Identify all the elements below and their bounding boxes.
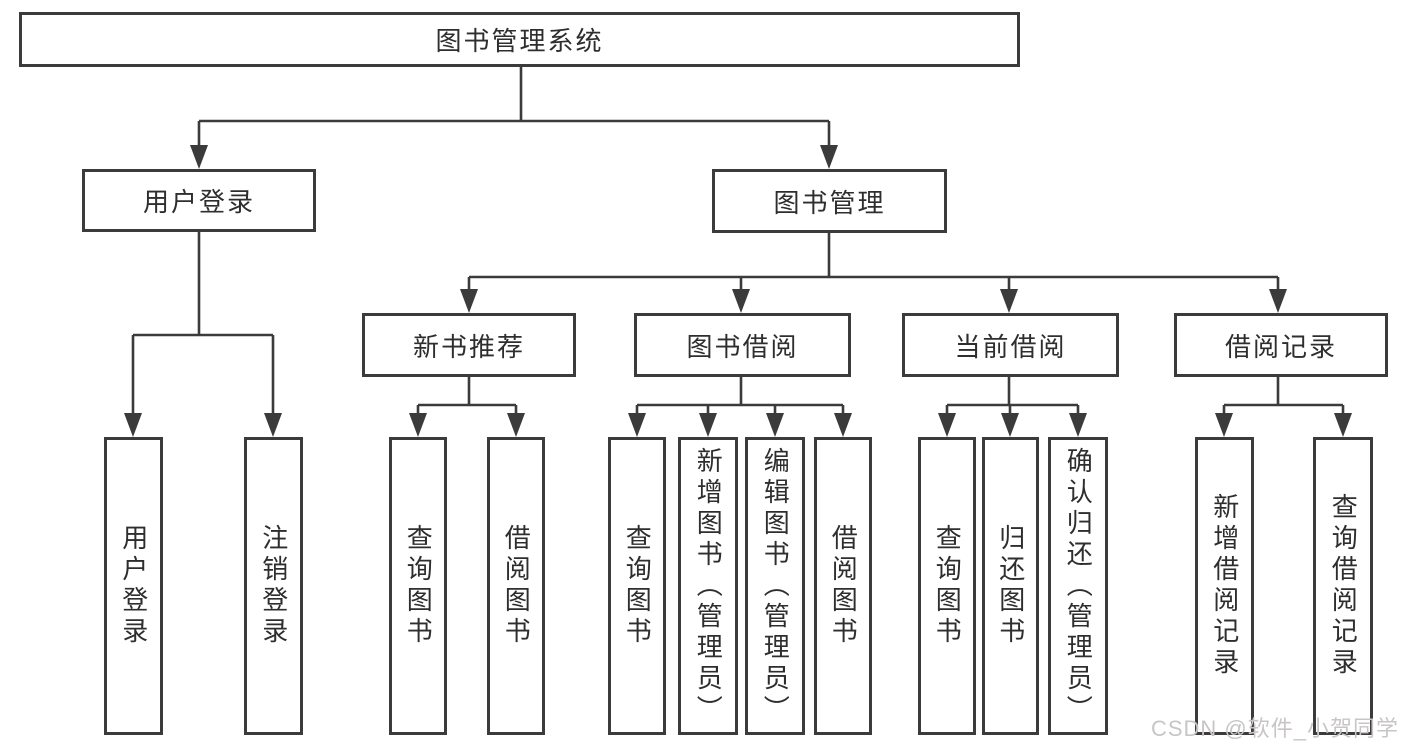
leaf-logout: 注销登录 [244,437,303,735]
leaf-add-borrow-record: 新增借阅记录 [1195,437,1254,735]
leaf-confirm-return-admin: 确认归还（管理员） [1048,437,1108,735]
node-new-book-recommend: 新书推荐 [362,313,576,377]
node-borrowing-records-label: 借阅记录 [1224,331,1337,362]
csdn-watermark: CSDN @软件_小贺同学 [1150,716,1399,741]
node-root: 图书管理系统 [19,12,1020,67]
leaf-confirm-return-admin-label: 确认归还（管理员） [1063,446,1094,726]
leaf-query-borrow-record-label: 查询借阅记录 [1328,493,1359,679]
leaf-add-book-admin: 新增图书（管理员） [678,437,738,735]
leaf-query-borrow-record: 查询借阅记录 [1313,437,1373,735]
leaf-query-books-borrowing-label: 查询图书 [622,524,653,648]
leaf-user-login: 用户登录 [104,437,163,735]
node-user-login-label: 用户登录 [142,187,255,217]
leaf-query-books-recommend: 查询图书 [389,437,447,735]
leaf-return-book: 归还图书 [982,437,1039,735]
node-borrowing-records: 借阅记录 [1174,313,1388,377]
node-book-borrowing-label: 图书借阅 [686,331,799,362]
node-book-management-label: 图书管理 [773,187,886,218]
leaf-query-books-borrowing: 查询图书 [608,437,666,735]
node-new-book-recommend-label: 新书推荐 [412,331,525,362]
leaf-query-books-current-label: 查询图书 [932,524,963,648]
node-user-login: 用户登录 [82,169,316,232]
node-book-management: 图书管理 [712,169,947,233]
leaf-edit-book-admin: 编辑图书（管理员） [745,437,805,735]
leaf-edit-book-admin-label: 编辑图书（管理员） [760,446,791,726]
node-current-borrowing: 当前借阅 [902,313,1119,377]
leaf-query-books-current: 查询图书 [918,437,976,735]
leaf-borrow-books-borrowing-label: 借阅图书 [828,524,859,648]
node-root-label: 图书管理系统 [435,26,604,56]
leaf-add-borrow-record-label: 新增借阅记录 [1209,493,1240,679]
node-book-borrowing: 图书借阅 [634,313,851,377]
leaf-borrow-books-recommend-label: 借阅图书 [501,524,532,648]
leaf-user-login-label: 用户登录 [118,524,149,648]
leaf-borrow-books-borrowing: 借阅图书 [814,437,872,735]
leaf-borrow-books-recommend: 借阅图书 [487,437,545,735]
leaf-logout-label: 注销登录 [258,524,289,648]
leaf-return-book-label: 归还图书 [995,524,1026,648]
node-current-borrowing-label: 当前借阅 [954,331,1067,362]
leaf-add-book-admin-label: 新增图书（管理员） [693,446,724,726]
leaf-query-books-recommend-label: 查询图书 [403,524,434,648]
